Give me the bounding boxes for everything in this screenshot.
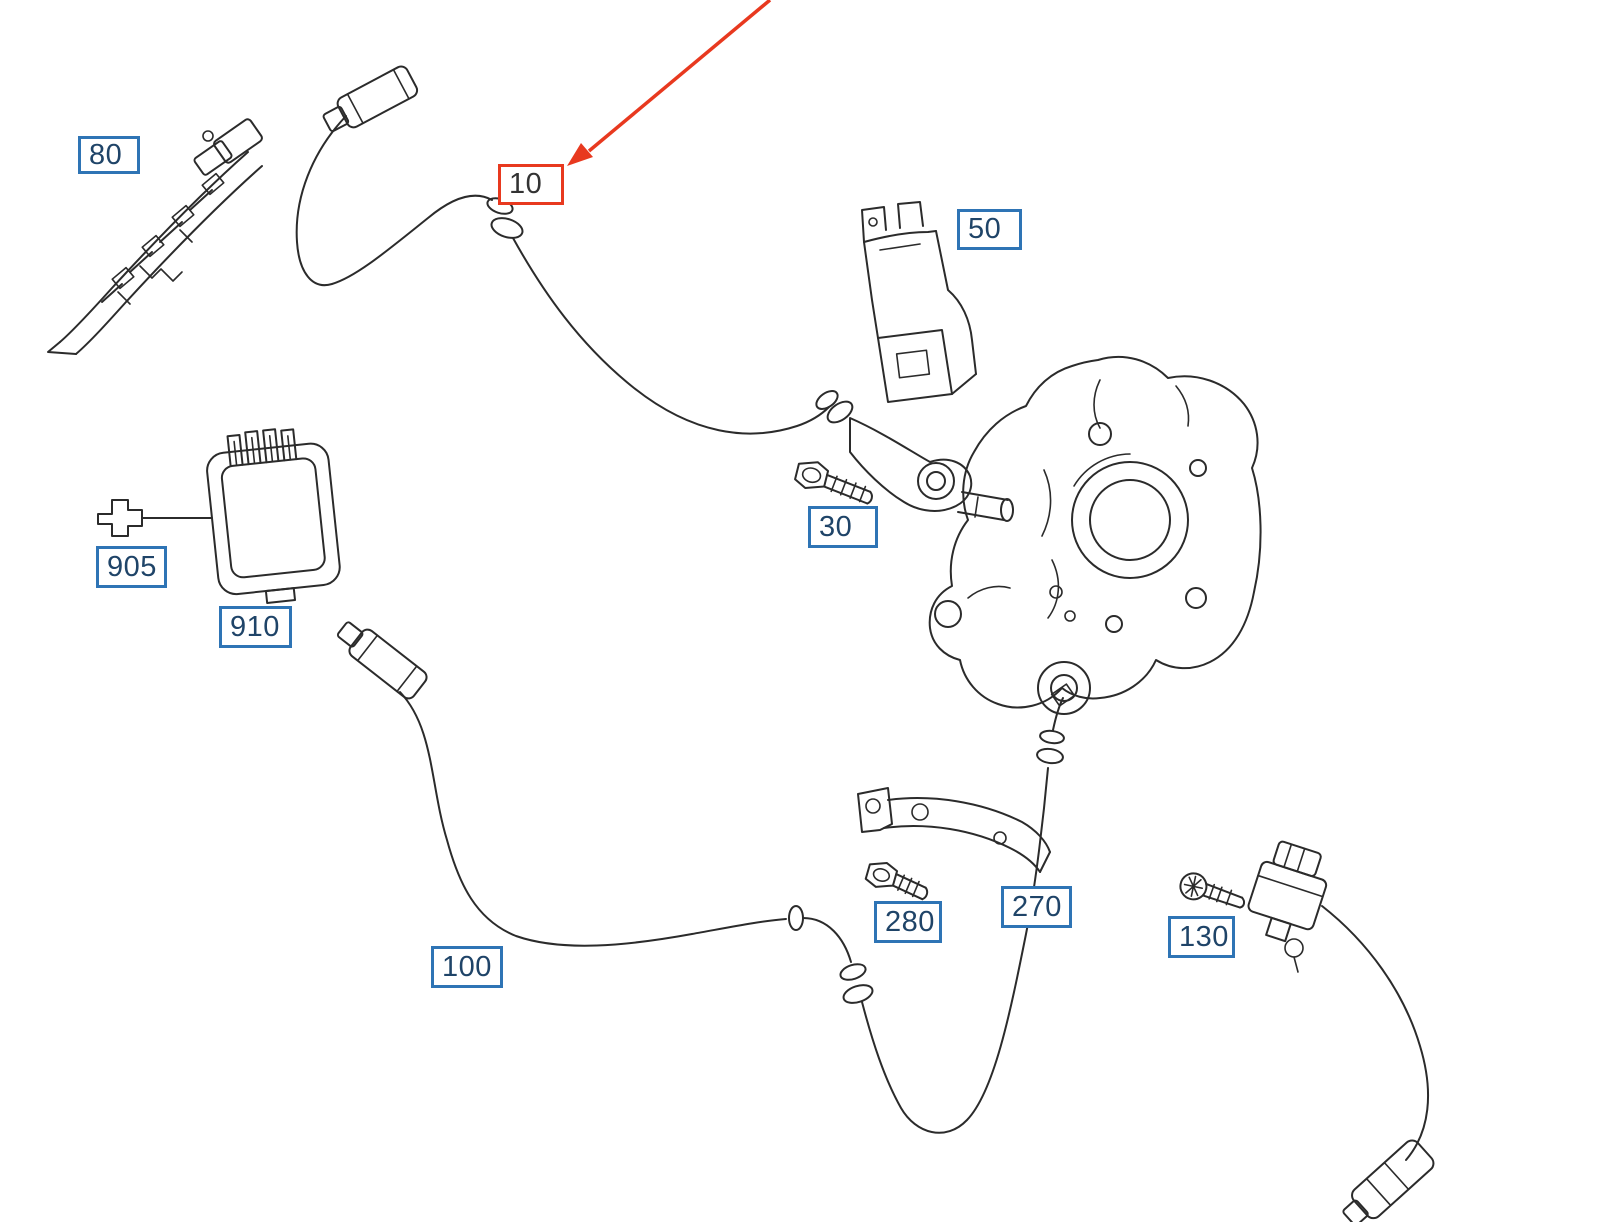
part-label-100[interactable]: 100 xyxy=(431,946,503,988)
wheel-knuckle xyxy=(928,355,1262,715)
part-label-30[interactable]: 30 xyxy=(808,506,878,548)
pointer-arrow-line xyxy=(587,0,772,153)
screw-30 xyxy=(794,461,873,505)
clip-905 xyxy=(97,499,213,537)
part-label-910[interactable]: 910 xyxy=(219,606,292,648)
bracket-270 xyxy=(857,787,1051,873)
part-label-10[interactable]: 10 xyxy=(498,164,564,205)
part-label-130[interactable]: 130 xyxy=(1168,916,1235,958)
control-module-910 xyxy=(206,428,341,604)
pointer-arrow xyxy=(567,0,772,166)
part-label-270[interactable]: 270 xyxy=(1001,886,1072,928)
part-label-80[interactable]: 80 xyxy=(78,136,140,174)
bracket-50 xyxy=(861,201,977,403)
part-label-905[interactable]: 905 xyxy=(96,546,167,588)
abs-sensor-cable-100 xyxy=(336,621,1076,1134)
part-label-50[interactable]: 50 xyxy=(957,209,1022,250)
wear-contact-harness-80 xyxy=(47,118,263,355)
pointer-arrow-head xyxy=(567,143,593,166)
screw-130-bolt xyxy=(1179,872,1246,909)
part-label-280[interactable]: 280 xyxy=(874,901,942,943)
abs-sensor-cable-10 xyxy=(295,65,1014,522)
screw-280 xyxy=(864,862,929,901)
level-sensor-130 xyxy=(1247,840,1435,1222)
